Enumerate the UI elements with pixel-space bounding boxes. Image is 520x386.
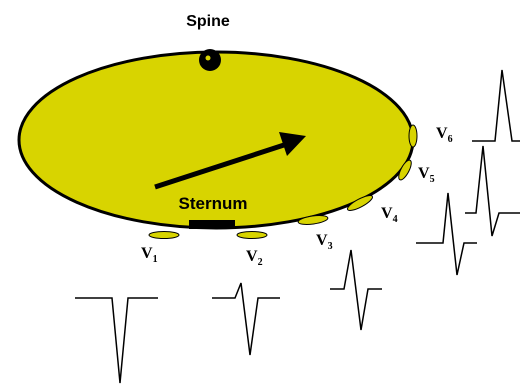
lead-label-v6: V6 (436, 125, 453, 145)
waveform-v3 (330, 250, 382, 330)
waveform-v6 (472, 70, 520, 141)
sternum-marker (189, 220, 235, 229)
spine-label: Spine (186, 13, 230, 30)
lead-label-v3: V3 (316, 232, 333, 252)
waveform-v4 (416, 193, 477, 275)
spine-marker (199, 49, 221, 71)
waveform-v1 (75, 298, 158, 383)
electrode-v1 (149, 232, 179, 239)
electrode-v2 (237, 232, 267, 239)
lead-label-v4: V4 (381, 205, 398, 225)
lead-label-v5: V5 (418, 165, 435, 185)
sternum-label: Sternum (179, 194, 248, 213)
electrode-v6 (409, 125, 417, 147)
waveform-v2 (212, 283, 280, 355)
lead-label-v1: V1 (141, 245, 158, 265)
waveform-v5 (465, 146, 520, 236)
lead-label-v2: V2 (246, 248, 263, 268)
